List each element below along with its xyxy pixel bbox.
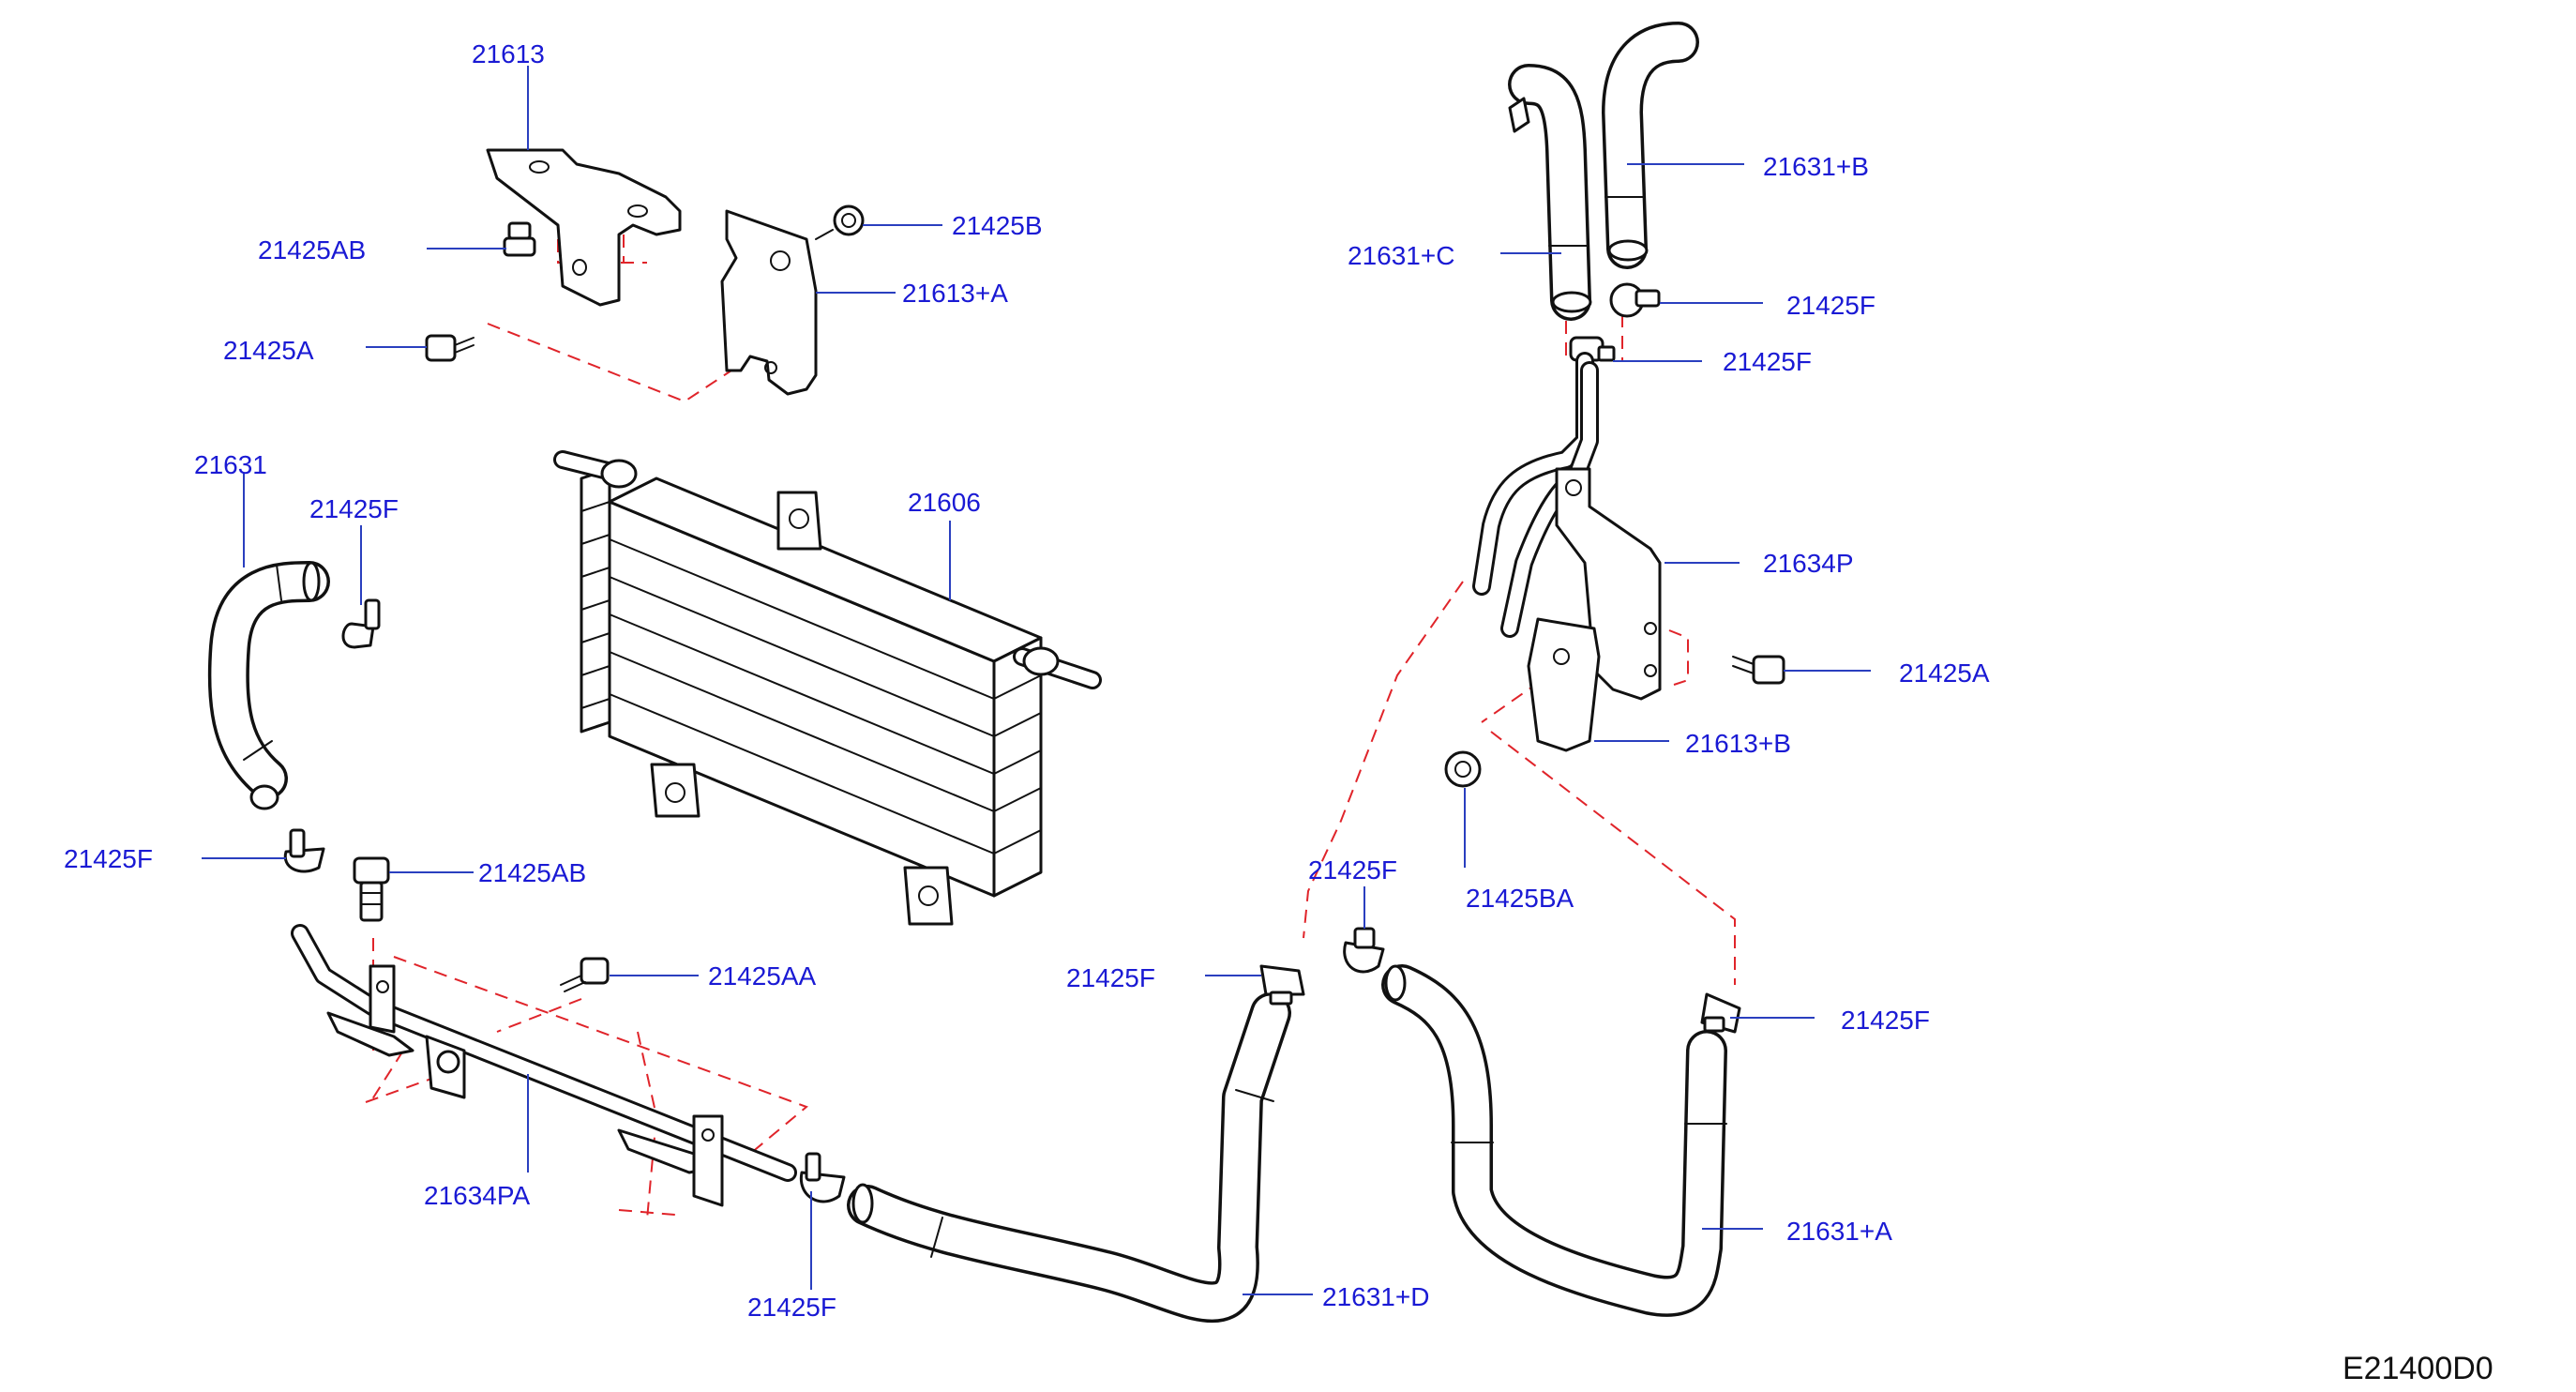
label-21631-C[interactable]: 21631+C xyxy=(1348,241,1454,270)
hose-21631-A[interactable] xyxy=(1381,964,1727,1317)
label-21425AA[interactable]: 21425AA xyxy=(708,961,817,991)
hose-21631-B[interactable] xyxy=(1602,22,1699,269)
label-21425F-bottom-left[interactable]: 21425F xyxy=(747,1293,836,1322)
label-21606[interactable]: 21606 xyxy=(908,488,981,517)
clamp-21425F-right-top[interactable] xyxy=(1609,282,1661,318)
bolt-21425AA[interactable] xyxy=(560,957,610,992)
part-labels: 21613 21425AB 21425A 21425B 21613+A 2163… xyxy=(64,39,2493,1386)
label-21631-A[interactable]: 21631+A xyxy=(1786,1217,1892,1246)
label-21425B[interactable]: 21425B xyxy=(952,211,1043,240)
bracket-21613-A[interactable] xyxy=(720,209,818,396)
bolt-21425A-top[interactable] xyxy=(425,334,475,362)
bracket-21613[interactable] xyxy=(486,148,682,307)
clamp-21425F-A-right[interactable] xyxy=(1700,992,1741,1034)
label-21425F-A-right[interactable]: 21425F xyxy=(1841,1006,1930,1035)
bracket-21613-B[interactable] xyxy=(1527,617,1601,752)
bolt-21425A-right[interactable] xyxy=(1732,655,1785,685)
leader-lines xyxy=(202,66,1871,1295)
clamp-21425F-A-top[interactable] xyxy=(1343,927,1385,974)
label-21613-A[interactable]: 21613+A xyxy=(902,279,1008,308)
alignment-lines xyxy=(365,235,1736,1220)
label-21631-B[interactable]: 21631+B xyxy=(1763,152,1869,181)
diagram-code: E21400D0 xyxy=(2343,1351,2493,1386)
clamp-21425F-left-top[interactable] xyxy=(341,598,381,649)
label-21425AB-bottom[interactable]: 21425AB xyxy=(478,858,586,887)
label-21425A-top[interactable]: 21425A xyxy=(223,336,314,365)
label-21425F-left-top[interactable]: 21425F xyxy=(309,494,399,523)
label-21425F-left-mid[interactable]: 21425F xyxy=(64,844,153,873)
label-21631-D[interactable]: 21631+D xyxy=(1322,1282,1429,1311)
hose-21631-C[interactable] xyxy=(1508,64,1592,321)
label-21631[interactable]: 21631 xyxy=(194,450,267,479)
label-21425F-A-top[interactable]: 21425F xyxy=(1308,855,1397,885)
clamp-21425F-left-mid[interactable] xyxy=(283,828,325,873)
tube-bracket-21634PA[interactable] xyxy=(291,924,797,1207)
label-21425BA[interactable]: 21425BA xyxy=(1466,884,1574,913)
label-21425AB-top[interactable]: 21425AB xyxy=(258,235,366,265)
cooler-body-lines xyxy=(609,538,1042,855)
clamp-21425F-bottom-left[interactable] xyxy=(799,1152,846,1203)
nut-21425B[interactable] xyxy=(815,204,865,240)
hose-21631[interactable] xyxy=(207,561,330,810)
bolt-21425AB-bottom[interactable] xyxy=(353,856,390,922)
oil-cooler-21606[interactable] xyxy=(553,450,1102,926)
clamp-21425F-D-top[interactable] xyxy=(1259,964,1305,1006)
bolt-21425AB-top[interactable] xyxy=(503,221,536,257)
tube-bracket-21634P[interactable] xyxy=(1472,352,1662,701)
nut-21425BA[interactable] xyxy=(1444,750,1482,788)
label-21425F-right-second[interactable]: 21425F xyxy=(1723,347,1812,376)
cooler-fin-lines xyxy=(580,501,610,709)
label-21425F-right-top[interactable]: 21425F xyxy=(1786,291,1876,320)
label-21634PA[interactable]: 21634PA xyxy=(424,1181,530,1210)
hose-21631-D[interactable] xyxy=(847,992,1291,1324)
label-21425A-right[interactable]: 21425A xyxy=(1899,658,1990,688)
label-21613-B[interactable]: 21613+B xyxy=(1685,729,1791,758)
label-21634P[interactable]: 21634P xyxy=(1763,549,1854,578)
label-21425F-D-top[interactable]: 21425F xyxy=(1066,963,1155,992)
label-21613[interactable]: 21613 xyxy=(472,39,545,68)
